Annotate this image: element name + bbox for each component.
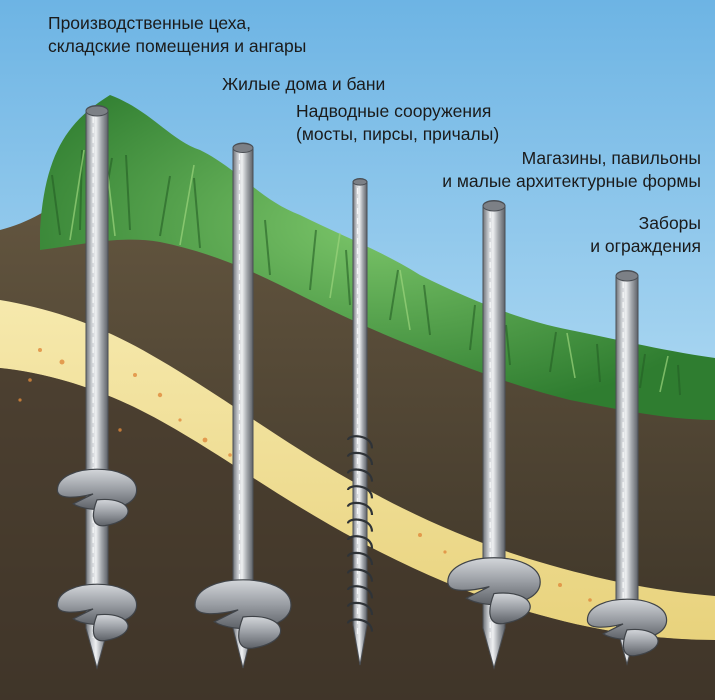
label-shops: Магазины, павильоны и малые архитектурны… (442, 147, 701, 193)
label-fences-line2: и ограждения (590, 236, 701, 256)
label-houses-line1: Жилые дома и бани (222, 74, 386, 94)
label-industrial-line1: Производственные цеха, (48, 13, 251, 33)
label-industrial: Производственные цеха, складские помещен… (48, 12, 306, 58)
pile-water-shaft (352, 178, 368, 666)
label-water-line2: (мосты, пирсы, причалы) (296, 124, 500, 144)
pile-water-cap (352, 178, 368, 186)
label-fences-line1: Заборы (638, 213, 701, 233)
label-water-line1: Надводные сооружения (296, 101, 492, 121)
pile-industrial-blade-lower-1 (92, 498, 129, 527)
pile-fences (586, 270, 668, 666)
label-shops-line2: и малые архитектурные формы (442, 171, 701, 191)
sand-layer (0, 300, 715, 640)
pile-shops-cap (482, 200, 506, 212)
label-water: Надводные сооружения (мосты, пирсы, прич… (296, 100, 499, 146)
label-shops-line1: Магазины, павильоны (521, 148, 701, 168)
pile-houses (194, 142, 292, 669)
pile-industrial-cap (85, 105, 109, 117)
pile-shops-blade-lower-1 (489, 592, 531, 625)
label-industrial-line2: складские помещения и ангары (48, 36, 307, 56)
pile-houses-blade-lower-1 (238, 615, 282, 649)
deep-soil (0, 368, 715, 700)
pile-industrial (56, 105, 138, 670)
pile-water-spiral (346, 435, 374, 632)
pile-water (346, 178, 374, 666)
pile-industrial-blade-lower-2 (92, 613, 129, 642)
pile-fences-cap (615, 270, 639, 282)
pile-houses-cap (232, 143, 254, 153)
label-fences: Заборы и ограждения (590, 212, 701, 258)
label-houses: Жилые дома и бани (222, 73, 385, 96)
pile-fences-blade-lower-1 (622, 628, 659, 657)
pile-shops (447, 200, 541, 670)
